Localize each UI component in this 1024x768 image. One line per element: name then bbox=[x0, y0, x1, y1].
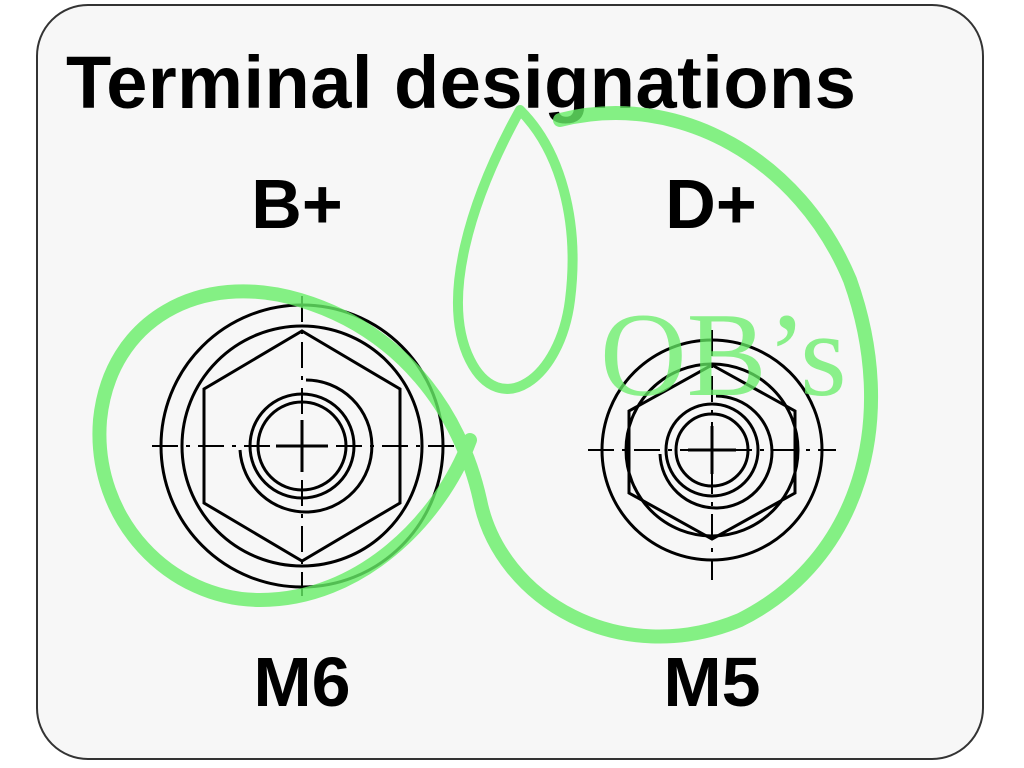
terminal-b-plus-thread-label: M6 bbox=[253, 643, 351, 721]
terminal-d-plus-label: D+ bbox=[665, 165, 757, 243]
terminal-d-plus-thread-label: M5 bbox=[663, 643, 761, 721]
b-plus-centerlines bbox=[152, 296, 458, 596]
d-plus-terminal-drawing bbox=[588, 330, 836, 580]
diagram-title: Terminal designations bbox=[66, 41, 857, 124]
terminal-b-plus-label: B+ bbox=[251, 165, 343, 243]
b-plus-terminal-drawing bbox=[152, 296, 458, 596]
